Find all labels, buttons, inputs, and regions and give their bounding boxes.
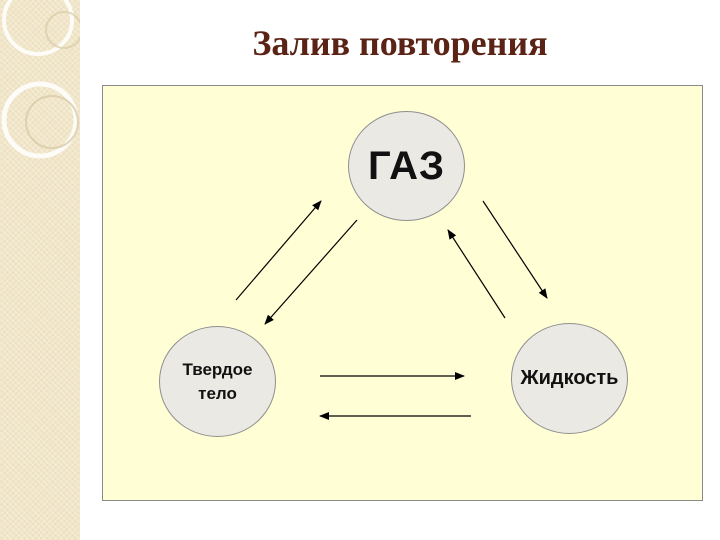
node-gas-label: ГАЗ (367, 143, 446, 188)
node-solid-label: Твердое тело (182, 359, 253, 403)
node-gas: ГАЗ (348, 111, 465, 221)
arrow-liquid-to-gas (447, 229, 506, 319)
arrow-gas-to-liquid (482, 200, 548, 299)
node-liquid: Жидкость (511, 323, 628, 434)
decorative-side-strip (0, 0, 80, 540)
slide-title: Залив повторения (252, 23, 548, 63)
node-liquid-label: Жидкость (520, 367, 619, 389)
arrow-solid-to-gas (235, 200, 322, 301)
node-solid: Твердое тело (159, 326, 276, 437)
arrow-gas-to-solid (264, 219, 358, 325)
decorative-rings (1, 0, 80, 159)
